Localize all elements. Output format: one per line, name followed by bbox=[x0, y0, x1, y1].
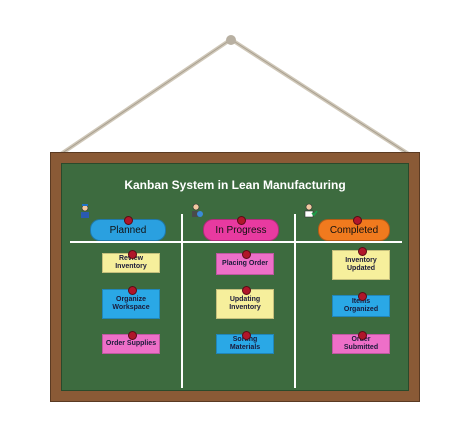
pin-icon bbox=[237, 216, 246, 225]
column-header-label: Planned bbox=[109, 225, 147, 236]
column-divider bbox=[294, 214, 296, 388]
column-divider bbox=[181, 214, 183, 388]
board-title: Kanban System in Lean Manufacturing bbox=[124, 178, 346, 192]
pin-icon bbox=[124, 216, 133, 225]
pin-icon bbox=[242, 331, 251, 340]
pin-icon bbox=[128, 286, 137, 295]
board-frame: Kanban System in Lean Manufacturing Plan… bbox=[50, 152, 420, 402]
header-divider bbox=[70, 241, 402, 243]
pin-icon bbox=[242, 286, 251, 295]
pin-icon bbox=[128, 250, 137, 259]
engineer-icon bbox=[192, 203, 203, 217]
pin-icon bbox=[353, 216, 362, 225]
pin-icon bbox=[358, 331, 367, 340]
pin-icon bbox=[358, 292, 367, 301]
task-card[interactable]: Updating Inventory bbox=[216, 289, 274, 319]
pin-icon bbox=[358, 247, 367, 256]
task-card[interactable]: Order Supplies bbox=[102, 334, 160, 354]
pin-icon bbox=[128, 331, 137, 340]
column-header-label: In Progress bbox=[215, 225, 267, 236]
hanging-rope bbox=[50, 35, 420, 162]
worker-icon bbox=[81, 204, 89, 218]
column-header-label: Completed bbox=[329, 225, 379, 236]
nail-icon bbox=[226, 35, 236, 45]
chalkboard: Kanban System in Lean Manufacturing Plan… bbox=[61, 163, 409, 391]
checkmark-person-icon bbox=[304, 203, 318, 218]
pin-icon bbox=[242, 250, 251, 259]
